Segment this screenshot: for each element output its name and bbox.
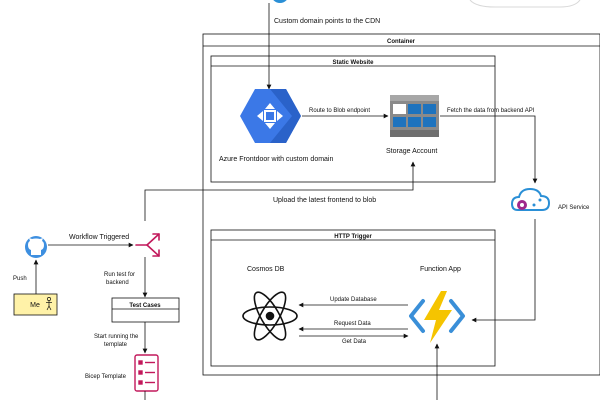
api-service-label: API Service [558, 205, 590, 211]
static-website-box [210, 55, 496, 183]
run-test-line2: backend [106, 280, 129, 286]
fetch-backend-label: Fetch the data from backend API [447, 108, 535, 114]
upload-frontend-arrow [144, 161, 416, 221]
frontdoor-label: Azure Frontdoor with custom domain [219, 156, 333, 163]
run-test-label: Run test for backend [104, 272, 137, 286]
start-template-label: Start running the template [94, 334, 140, 348]
upload-label: Upload the latest frontend to blob [273, 197, 376, 204]
start-template-line1: Start running the [94, 334, 139, 340]
top-right-panel-edge [469, 0, 581, 8]
me-box [13, 293, 58, 316]
start-template-line2: template [104, 342, 128, 348]
api-to-function-arrow [471, 219, 536, 323]
workflow-branch-icon [135, 233, 160, 257]
workflow-label: Workflow Triggered [69, 234, 129, 241]
bicep-template-icon [134, 354, 159, 392]
fetch-backend-arrow [440, 115, 538, 184]
container-title: Container [387, 39, 416, 45]
container-box [202, 33, 600, 376]
push-label: Push [13, 276, 27, 282]
function-app-label: Function App [420, 266, 461, 273]
function-app-icon [409, 291, 465, 343]
request-data-label: Request Data [334, 321, 371, 327]
test-cases-label: Test Cases [129, 303, 161, 309]
http-trigger-box [210, 229, 496, 367]
custom-domain-label: Custom domain points to the CDN [274, 18, 380, 25]
front-door-icon [240, 89, 301, 143]
route-blob-label: Route to Blob endpoint [309, 108, 370, 114]
http-trigger-title: HTTP Trigger [334, 234, 372, 240]
test-cases-box [111, 297, 180, 323]
bicep-label: Bicep Template [85, 374, 127, 380]
cdn-icon [273, 0, 287, 3]
me-label: Me [30, 302, 40, 309]
cosmos-db-icon [242, 291, 298, 341]
get-data-label: Get Data [342, 339, 367, 345]
cosmos-label: Cosmos DB [247, 266, 285, 273]
storage-account-icon [390, 95, 439, 137]
update-db-label: Update Database [330, 297, 377, 303]
run-test-line1: Run test for [104, 272, 135, 278]
person-icon [46, 297, 52, 311]
api-service-icon [510, 187, 551, 211]
storage-label: Storage Account [386, 148, 437, 155]
github-icon [25, 236, 47, 258]
static-website-title: Static Website [333, 60, 375, 66]
